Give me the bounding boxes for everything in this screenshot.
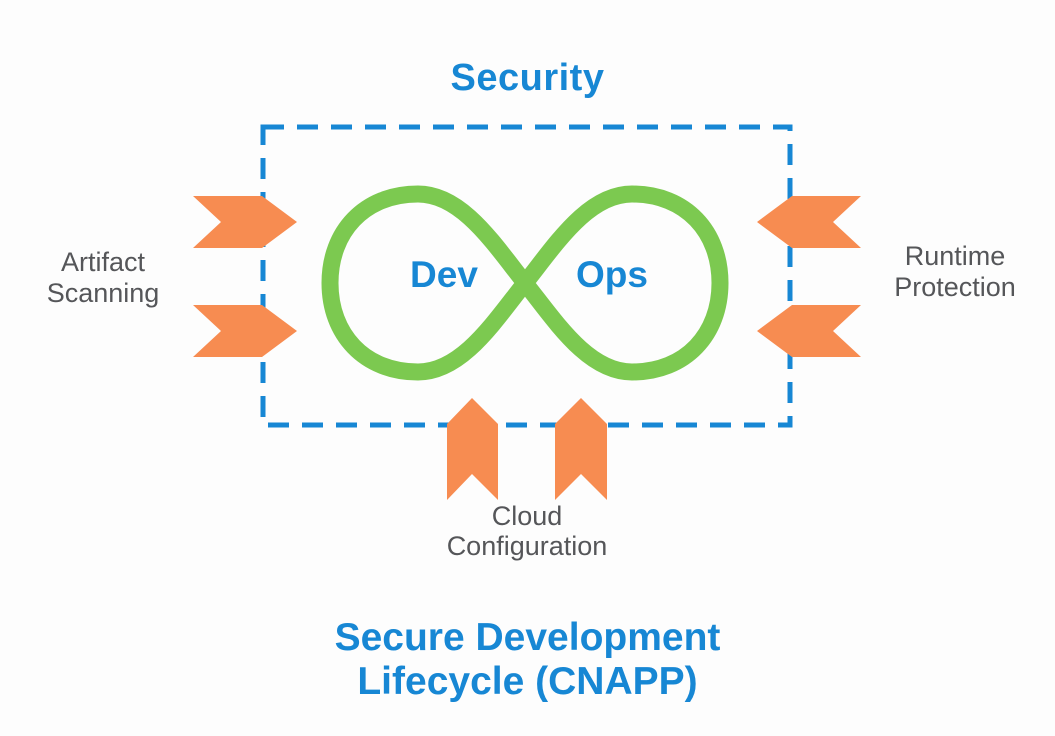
- artifact-scanning-arrow-bottom-icon: [193, 305, 297, 357]
- runtime-protection-label-line1: Runtime: [904, 241, 1006, 271]
- ops-label: Ops: [576, 254, 648, 295]
- cloud-configuration-arrow-right-icon: [555, 398, 607, 500]
- artifact-scanning-label-line2: Scanning: [46, 278, 160, 308]
- devops-infinity-loop: [321, 185, 729, 381]
- security-title: Security: [450, 57, 605, 99]
- diagram-caption-line1: Secure Development: [334, 616, 721, 659]
- artifact-scanning-arrow-top-icon: [193, 196, 297, 248]
- runtime-protection-arrow-top-icon: [757, 196, 861, 248]
- artifact-scanning-label: Artifact Scanning: [15, 247, 191, 309]
- security-boundary-box: [260, 124, 793, 428]
- runtime-protection-arrow-bottom-icon: [757, 305, 861, 357]
- runtime-protection-label: Runtime Protection: [863, 241, 1047, 303]
- diagram-caption: Secure Development Lifecycle (CNAPP): [0, 616, 1055, 704]
- cloud-configuration-label: Cloud Configuration: [377, 501, 677, 561]
- diagram-caption-line2: Lifecycle (CNAPP): [357, 660, 698, 703]
- dev-label: Dev: [410, 254, 478, 295]
- runtime-protection-label-line2: Protection: [894, 272, 1016, 302]
- cloud-configuration-label-line1: Cloud: [491, 501, 563, 531]
- cloud-configuration-label-line2: Configuration: [446, 531, 608, 561]
- artifact-scanning-label-line1: Artifact: [60, 247, 146, 277]
- cloud-configuration-arrow-left-icon: [447, 398, 498, 500]
